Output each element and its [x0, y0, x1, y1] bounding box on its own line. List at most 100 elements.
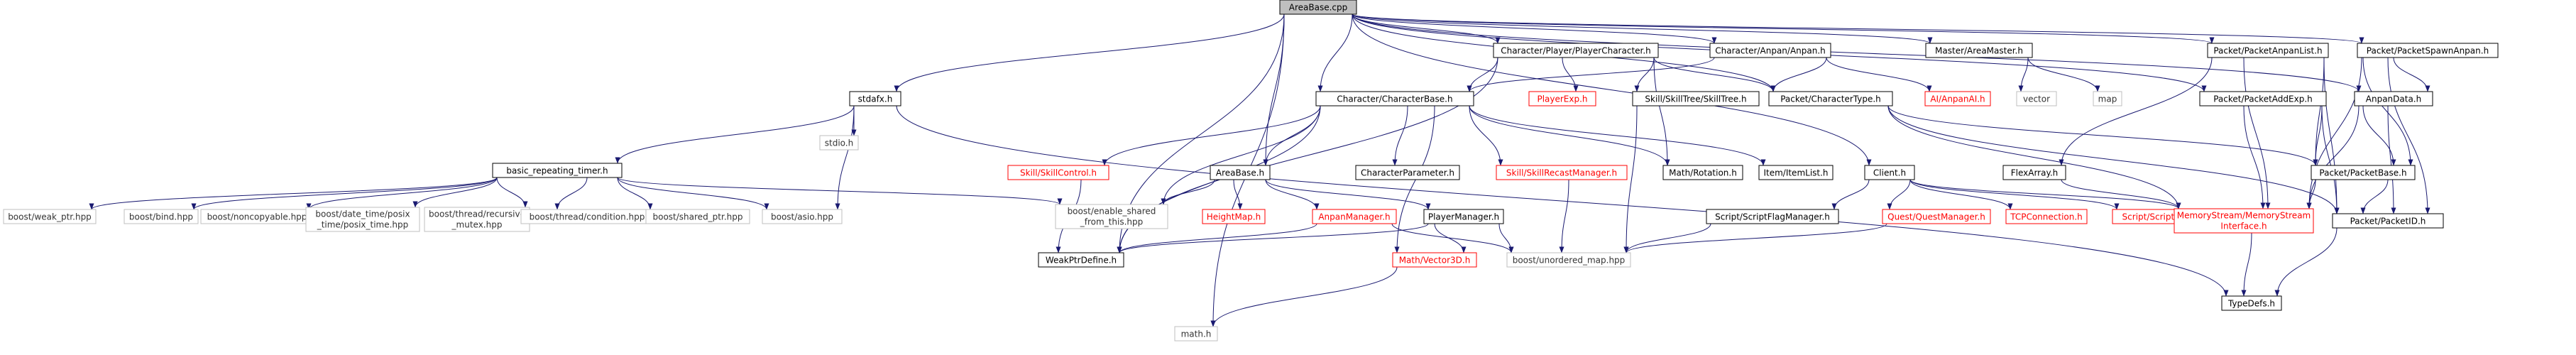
node-playerchar[interactable]: Character/Player/PlayerCharacter.h — [1493, 43, 1659, 58]
node-box — [819, 135, 859, 151]
edge-anpanlist-to-packetbase — [2313, 57, 2325, 166]
edge-root-to-client — [1352, 13, 1872, 166]
node-weakptr[interactable]: boost/weak_ptr.hpp — [3, 209, 97, 224]
node-heightmap[interactable]: HeightMap.h — [1202, 209, 1266, 224]
node-itemlist[interactable]: Item/ItemList.h — [1758, 165, 1834, 180]
node-box — [3, 209, 97, 224]
node-flexarray[interactable]: FlexArray.h — [2002, 165, 2066, 180]
node-anpanh[interactable]: Character/Anpan/Anpan.h — [1709, 43, 1831, 58]
edge-playerchar-to-mathrot — [1653, 57, 1670, 166]
node-label: math.h — [1181, 329, 1212, 339]
node-asio[interactable]: boost/asio.hpp — [762, 209, 843, 224]
node-root[interactable]: AreaBase.cpp — [1279, 0, 1357, 15]
node-questmgr[interactable]: Quest/QuestManager.h — [1882, 209, 1991, 224]
edge-anpandata-to-memstream — [2306, 105, 2359, 209]
node-label: CharacterParameter.h — [1361, 168, 1454, 178]
edge-packetid-to-typedefs — [2274, 227, 2337, 297]
edge-chartype-to-memstream — [1887, 105, 2181, 209]
node-label: AreaBase.h — [1216, 168, 1264, 178]
node-tcpconn[interactable]: TCPConnection.h — [2005, 209, 2088, 224]
node-areabaseh[interactable]: AreaBase.h — [1210, 165, 1271, 180]
node-box — [1392, 252, 1477, 268]
edge-anpanmgr-to-unorderedmap — [1391, 223, 1514, 253]
edge-root-to-anpanh — [1352, 13, 1717, 44]
node-packetbase[interactable]: Packet/PacketBase.h — [2311, 165, 2416, 180]
node-brt[interactable]: basic_repeating_timer.h — [492, 163, 623, 178]
node-stdioh[interactable]: stdio.h — [819, 135, 859, 151]
node-label: Item/ItemList.h — [1763, 168, 1828, 178]
node-packetid[interactable]: Packet/PacketID.h — [2332, 213, 2444, 229]
node-anpanai[interactable]: AI/AnpanAI.h — [1924, 91, 1991, 106]
edge-skilltree-to-unorderedmap — [1623, 105, 1638, 253]
node-box — [849, 91, 901, 106]
node-label: Packet/PacketSpawnAnpan.h — [2367, 46, 2489, 56]
node-addexp[interactable]: Packet/PacketAddExp.h — [2199, 91, 2327, 106]
node-spawnanpan[interactable]: Packet/PacketSpawnAnpan.h — [2357, 43, 2499, 58]
nodes: AreaBase.cpp stdafx.h Character/Player/Pla… — [3, 0, 2499, 342]
node-box — [2005, 209, 2088, 224]
node-label: _from_this.hpp — [1080, 217, 1143, 227]
node-stdafx[interactable]: stdafx.h — [849, 91, 901, 106]
node-noncopyable[interactable]: boost/noncopyable.hpp — [200, 209, 314, 224]
node-chartype[interactable]: Packet/CharacterType.h — [1768, 91, 1893, 106]
node-skilltree[interactable]: Skill/SkillTree/SkillTree.h — [1632, 91, 1760, 106]
node-sharedptr[interactable]: boost/shared_ptr.hpp — [645, 209, 750, 224]
edge-areamaster-to-map — [2027, 57, 2100, 92]
node-recmutex[interactable]: boost/thread/recursive_mutex.hpp — [424, 207, 530, 232]
node-label: boost/shared_ptr.hpp — [653, 212, 743, 222]
node-anpandata[interactable]: AnpanData.h — [2354, 91, 2433, 106]
node-label: boost/noncopyable.hpp — [207, 212, 307, 222]
node-bind[interactable]: boost/bind.hpp — [124, 209, 199, 224]
node-weakptrdef[interactable]: WeakPtrDefine.h — [1038, 252, 1124, 268]
edge-client-to-scriptexec — [1909, 179, 2120, 210]
node-playerexp[interactable]: PlayerExp.h — [1528, 91, 1596, 106]
node-label: stdio.h — [825, 138, 853, 148]
node-charparam[interactable]: CharacterParameter.h — [1355, 165, 1460, 180]
node-mathh[interactable]: math.h — [1174, 326, 1218, 342]
edge-client-to-scriptflag — [1831, 179, 1870, 210]
node-label: boost/enable_shared — [1068, 207, 1156, 217]
node-client[interactable]: Client.h — [1864, 165, 1915, 180]
node-label: Packet/PacketID.h — [2350, 217, 2426, 226]
node-vector3d[interactable]: Math/Vector3D.h — [1392, 252, 1477, 268]
edge-client-to-tcpconn — [1909, 179, 2013, 210]
edge-packetbase-to-packetid — [2360, 179, 2389, 214]
node-box — [2174, 208, 2314, 234]
node-anpanlist[interactable]: Packet/PacketAnpanList.h — [2207, 43, 2329, 58]
node-label: Skill/SkillControl.h — [1020, 168, 1097, 178]
edge-stdafx-to-asio — [835, 105, 855, 210]
node-box — [1882, 209, 1991, 224]
node-skillcontrol[interactable]: Skill/SkillControl.h — [1007, 165, 1109, 180]
node-enableshared[interactable]: boost/enable_shared_from_this.hpp — [1055, 204, 1168, 229]
edge-addexp-to-memstream — [2243, 105, 2266, 209]
node-charbase[interactable]: Character/CharacterBase.h — [1315, 91, 1474, 106]
node-box — [2002, 165, 2066, 180]
node-playermgr[interactable]: PlayerManager.h — [1423, 209, 1504, 224]
edge-brt-to-posixtime — [412, 177, 498, 208]
edge-stdafx-to-typedefs — [896, 105, 2229, 297]
edge-root-to-stdafx — [894, 13, 1285, 92]
node-areamaster[interactable]: Master/AreaMaster.h — [1925, 43, 2033, 58]
node-posixtime[interactable]: boost/date_time/posix_time/posix_time.hp… — [305, 207, 420, 232]
edge-client-to-questmgr — [1887, 179, 1911, 210]
edge-memstream-to-typedefs — [2241, 232, 2252, 297]
node-box — [2093, 91, 2122, 106]
node-unorderedmap[interactable]: boost/unordered_map.hpp — [1506, 252, 1631, 268]
node-label: WeakPtrDefine.h — [1046, 256, 1117, 266]
node-mathrot[interactable]: Math/Rotation.h — [1662, 165, 1743, 180]
node-vector[interactable]: vector — [2016, 91, 2057, 106]
node-anpanmgr[interactable]: AnpanManager.h — [1312, 209, 1397, 224]
edge-spawnanpan-to-anpandata — [2393, 57, 2430, 92]
node-typedefs[interactable]: TypeDefs.h — [2221, 295, 2282, 311]
edge-anpanh-to-charbase — [1467, 57, 1715, 92]
node-box — [424, 207, 530, 232]
node-condition[interactable]: boost/thread/condition.hpp — [520, 209, 654, 224]
node-map[interactable]: map — [2093, 91, 2122, 106]
node-recastmgr[interactable]: Skill/SkillRecastManager.h — [1496, 165, 1628, 180]
node-box — [492, 163, 623, 178]
node-scriptflag[interactable]: Script/ScriptFlagManager.h — [1706, 209, 1839, 224]
node-box — [1924, 91, 1991, 106]
node-label: PlayerManager.h — [1428, 212, 1499, 222]
